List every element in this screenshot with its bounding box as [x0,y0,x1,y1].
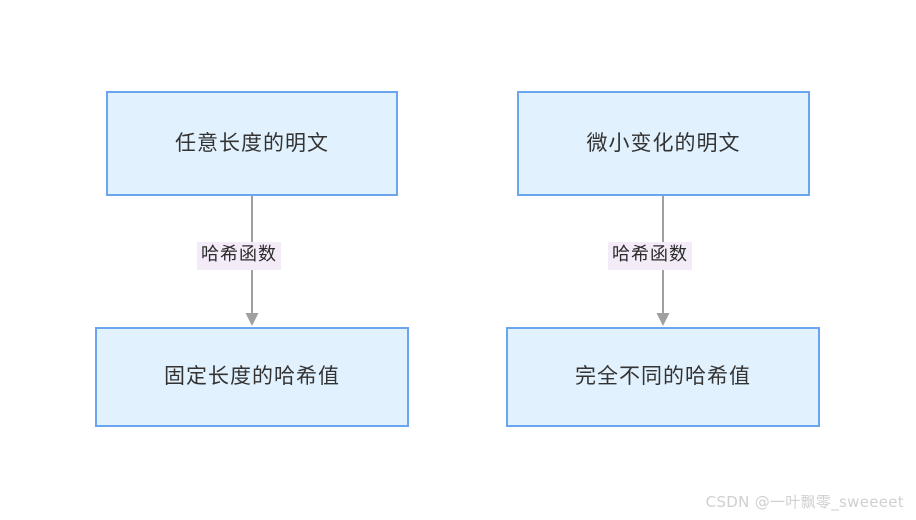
node-hash-different-label: 完全不同的哈希值 [575,364,751,389]
watermark-text: CSDN @一叶飘零_sweeeet [705,493,904,511]
node-plaintext-arbitrary[interactable]: 任意长度的明文 [106,91,398,196]
edge-label-hash-function-right: 哈希函数 [608,242,692,270]
node-plaintext-arbitrary-label: 任意长度的明文 [175,130,329,155]
node-hash-fixed-label: 固定长度的哈希值 [164,364,340,389]
node-plaintext-changed[interactable]: 微小变化的明文 [517,91,810,196]
node-plaintext-changed-label: 微小变化的明文 [586,130,741,155]
edge-label-hash-function-left: 哈希函数 [197,242,281,270]
node-hash-fixed[interactable]: 固定长度的哈希值 [95,327,409,427]
node-hash-different[interactable]: 完全不同的哈希值 [506,327,820,427]
